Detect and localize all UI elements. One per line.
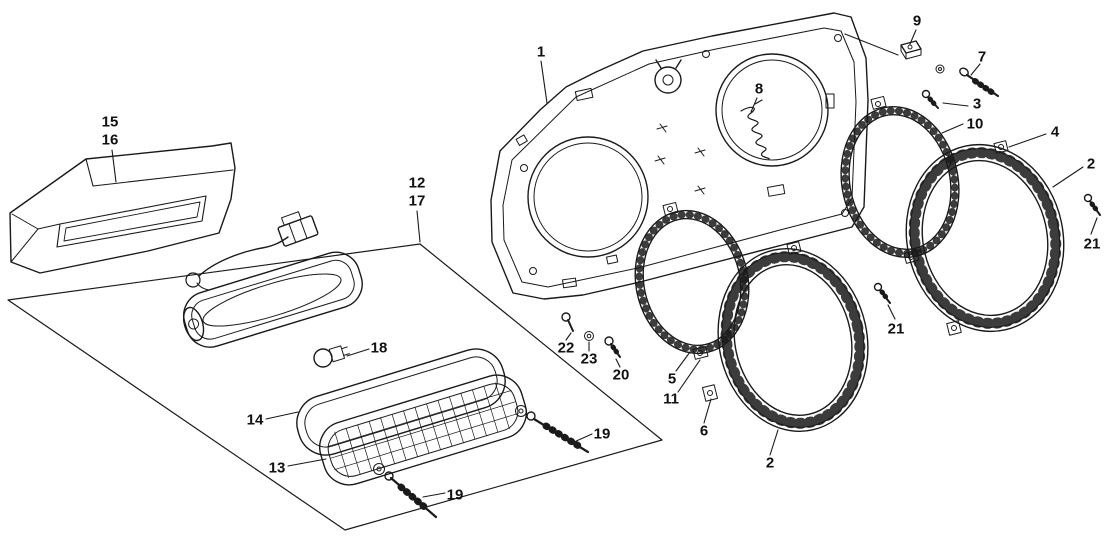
nut-9 [900,40,945,74]
leader-lines [111,29,1098,498]
callout-part-23: 23 [580,350,598,368]
adjusting-spring [740,99,770,160]
screw-21-right [1083,193,1101,216]
callout-part-8: 8 [754,80,764,98]
callout-part-5: 5 [667,370,677,388]
callout-part-18: 18 [370,339,388,357]
callout-part-10: 10 [966,115,984,133]
screw-20 [604,336,621,358]
callout-part-1: 1 [536,43,546,61]
retaining-ring-lower [634,201,750,360]
callout-part-4: 4 [1050,123,1060,141]
callout-part-17: 17 [408,192,426,210]
callout-part-21-right: 21 [1083,235,1101,253]
bulb [313,345,350,368]
callout-part-19-right: 19 [593,425,611,443]
callout-part-7: 7 [977,48,987,66]
callout-part-21-mid: 21 [887,320,905,338]
callout-part-6: 6 [699,422,709,440]
headlight-rim-right [905,140,1065,336]
screw-22 [561,312,574,332]
lens [318,374,528,486]
callout-part-15: 15 [101,113,119,131]
callout-part-3: 3 [972,95,982,113]
wire-harness-connector [185,211,319,291]
callout-part-14: 14 [246,411,264,429]
washer-23 [584,331,594,341]
lens-screw-right [515,405,590,454]
screw-7 [959,67,1000,98]
callout-part-9: 9 [912,12,922,30]
callout-part-2-bottom: 2 [765,454,775,472]
callout-part-19-bottom: 19 [446,486,464,504]
screw-3 [921,89,939,109]
callout-part-2-right: 2 [1086,155,1096,173]
turnsignal-housing [182,251,363,348]
retaining-ring-upper [840,95,960,264]
headlight-mounting-panel [490,12,869,300]
callout-part-13: 13 [268,459,286,477]
callout-part-16: 16 [101,131,119,149]
headlight-rim-left [701,241,869,432]
callout-part-22: 22 [557,339,575,357]
callout-part-11: 11 [663,390,679,408]
screw-21-mid [873,282,891,304]
callout-part-12: 12 [408,174,426,192]
lens-screw-bottom [373,463,438,519]
bezel-garnish [9,142,236,274]
callout-part-20: 20 [612,366,630,384]
assembly-boundary [7,243,663,531]
